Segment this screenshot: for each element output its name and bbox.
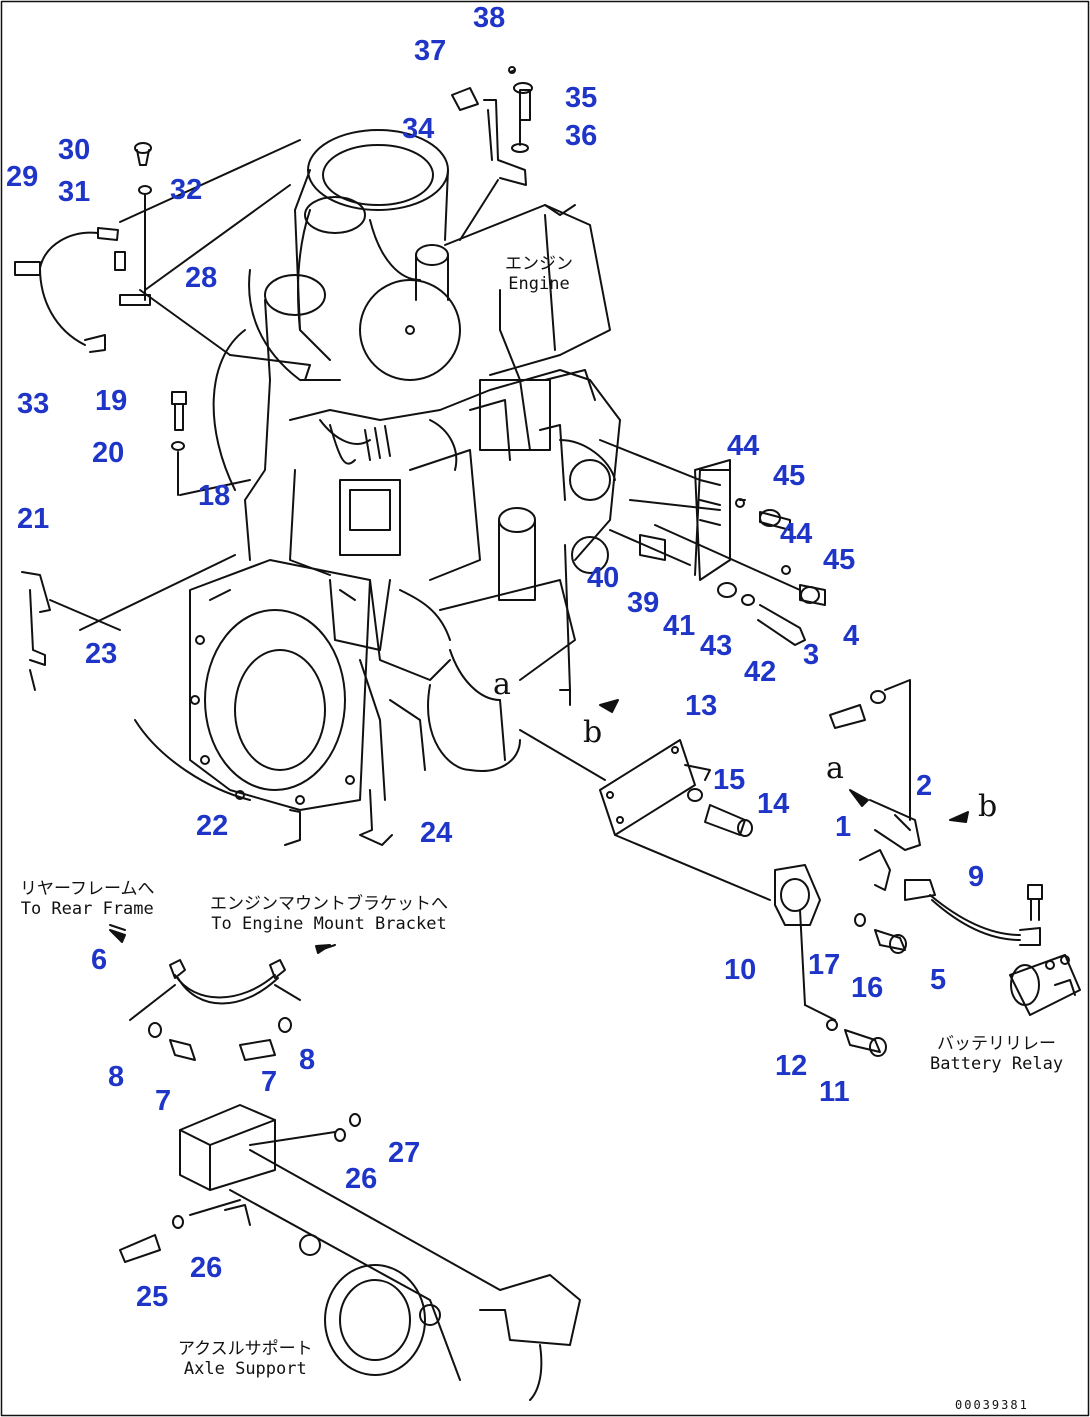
callout-44a: 44 <box>727 430 760 462</box>
mounting-plate-13-15 <box>599 739 771 901</box>
callout-19: 19 <box>95 385 128 417</box>
callout-16: 16 <box>851 972 884 1004</box>
callout-34: 34 <box>402 113 435 145</box>
view-letter-a-engine: a <box>493 667 511 702</box>
bracket-22-24 <box>284 789 393 846</box>
callout-41: 41 <box>663 610 696 642</box>
callout-32: 32 <box>170 174 203 206</box>
engine-mount-label: エンジンマウントブラケットへ To Engine Mount Bracket <box>210 894 448 934</box>
engine-cover-illustration <box>415 204 611 376</box>
callout-29: 29 <box>6 161 39 193</box>
callout-42: 42 <box>744 656 777 688</box>
callout-10: 10 <box>724 954 757 986</box>
axle-support-label: アクスルサポート Axle Support <box>178 1339 313 1379</box>
callout-15: 15 <box>713 764 746 796</box>
callout-39: 39 <box>627 587 660 619</box>
callout-35: 35 <box>565 82 598 114</box>
view-letter-b-engine: b <box>583 715 603 750</box>
right-bracket-parts <box>639 459 826 646</box>
callout-33: 33 <box>17 388 50 420</box>
callout-28: 28 <box>185 262 218 294</box>
axle-support-illustration <box>119 1104 581 1401</box>
engine-label-jp: エンジン <box>505 254 573 274</box>
callout-22: 22 <box>196 810 229 842</box>
harness-lines <box>49 139 801 801</box>
callout-31: 31 <box>58 176 91 208</box>
axle-support-label-jp: アクスルサポート <box>178 1339 313 1359</box>
callout-45b: 45 <box>823 544 856 576</box>
callout-26a: 26 <box>345 1163 378 1195</box>
callout-23: 23 <box>85 638 118 670</box>
callout-8b: 8 <box>299 1044 316 1076</box>
battery-relay-label-en: Battery Relay <box>930 1053 1064 1074</box>
callout-9: 9 <box>968 861 985 893</box>
relay-parts-10-17 <box>774 864 907 1057</box>
callout-13: 13 <box>685 690 718 722</box>
callout-38: 38 <box>473 2 506 34</box>
callout-37: 37 <box>414 35 447 67</box>
bolt-19-20 <box>171 391 187 496</box>
relay-bracket-1-2-9 <box>859 799 1043 946</box>
callout-30: 30 <box>58 134 91 166</box>
callout-24: 24 <box>420 817 453 849</box>
rear-frame-label: リヤーフレームへ To Rear Frame <box>20 879 155 919</box>
callout-17: 17 <box>808 949 841 981</box>
callout-7b: 7 <box>261 1066 278 1098</box>
callout-44b: 44 <box>780 518 813 550</box>
engine-block-illustration <box>244 369 621 701</box>
callout-5: 5 <box>930 964 947 996</box>
callout-43: 43 <box>700 630 733 662</box>
top-bracket-parts <box>451 66 533 241</box>
battery-relay-illustration <box>1009 954 1081 1016</box>
battery-relay-label-jp: バッテリリレー <box>937 1034 1057 1054</box>
flywheel-housing-illustration <box>189 559 426 811</box>
ground-strap-6-7-8 <box>109 924 336 1061</box>
callout-11: 11 <box>819 1076 850 1108</box>
engine-mount-label-jp: エンジンマウントブラケットへ <box>210 894 448 914</box>
bracket-21-23 <box>21 571 51 691</box>
engine-mount-label-en: To Engine Mount Bracket <box>211 913 447 934</box>
battery-relay-label: バッテリリレー Battery Relay <box>930 1034 1064 1074</box>
callout-1: 1 <box>835 811 852 843</box>
callout-8a: 8 <box>108 1061 125 1093</box>
callout-26b: 26 <box>190 1252 223 1284</box>
left-clip-parts <box>14 142 152 353</box>
callout-2: 2 <box>916 770 933 802</box>
drawing-code: 00039381 <box>955 1398 1029 1412</box>
callout-4: 4 <box>843 620 860 652</box>
callout-18: 18 <box>198 480 231 512</box>
callout-7a: 7 <box>155 1085 172 1117</box>
direction-arrows <box>109 699 969 954</box>
callout-21: 21 <box>17 503 50 535</box>
callout-6: 6 <box>91 944 108 976</box>
callout-3: 3 <box>803 639 820 671</box>
callout-14: 14 <box>757 788 790 820</box>
engine-label: エンジン Engine <box>505 254 573 294</box>
callout-27: 27 <box>388 1137 421 1169</box>
callout-36: 36 <box>565 120 598 152</box>
air-cleaner-illustration <box>248 129 461 381</box>
rear-frame-label-en: To Rear Frame <box>20 898 154 919</box>
axle-support-label-en: Axle Support <box>183 1358 307 1379</box>
callout-40: 40 <box>587 562 620 594</box>
callout-25: 25 <box>136 1281 169 1313</box>
callout-12: 12 <box>775 1050 808 1082</box>
callout-20: 20 <box>92 437 125 469</box>
rear-frame-label-jp: リヤーフレームへ <box>20 879 155 899</box>
engine-label-en: Engine <box>508 273 570 294</box>
bolt-3-4 <box>829 679 911 821</box>
view-letter-b-relay: b <box>978 789 998 824</box>
callout-45a: 45 <box>773 460 806 492</box>
view-letter-a-relay: a <box>826 751 844 786</box>
